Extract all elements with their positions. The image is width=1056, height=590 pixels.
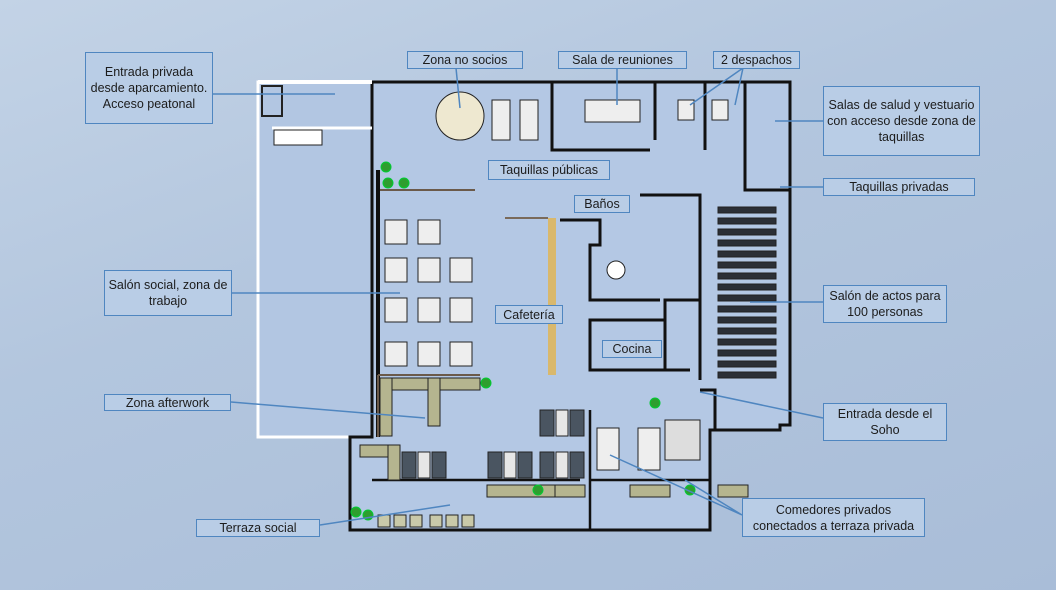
- plant-icon: [649, 397, 661, 409]
- sofa: [427, 377, 441, 427]
- label-terraza-social: Terraza social: [196, 519, 320, 537]
- label-zona-afterwork: Zona afterwork: [104, 394, 231, 411]
- label-taquillas-publicas: Taquillas públicas: [488, 160, 610, 180]
- label-salon-social: Salón social, zona de trabajo: [104, 270, 232, 316]
- auditorium-seat-row: [717, 360, 777, 368]
- sofa: [486, 484, 563, 498]
- cafe-table: [449, 341, 473, 367]
- cafe-table: [384, 257, 408, 283]
- auditorium-seat-row: [717, 206, 777, 214]
- table: [519, 99, 539, 141]
- sofa: [554, 484, 586, 498]
- terrace-seat: [377, 514, 391, 528]
- cafe-table: [384, 297, 408, 323]
- sofa: [379, 377, 393, 437]
- dining-table: [637, 427, 661, 471]
- dark-sofa: [539, 451, 555, 479]
- auditorium-seat-row: [717, 316, 777, 324]
- cafe-table: [384, 341, 408, 367]
- plant-icon: [382, 177, 394, 189]
- label-salon-actos: Salón de actos para 100 personas: [823, 285, 947, 323]
- label-taquillas-privadas: Taquillas privadas: [823, 178, 975, 196]
- plant-icon: [480, 377, 492, 389]
- auditorium-seat-row: [717, 250, 777, 258]
- sofa: [717, 484, 749, 498]
- dark-sofa: [569, 409, 585, 437]
- cafe-table: [417, 257, 441, 283]
- terrace-seat: [461, 514, 475, 528]
- auditorium-seat-row: [717, 327, 777, 335]
- table: [417, 451, 431, 479]
- cafe-table: [417, 341, 441, 367]
- auditorium-seat-row: [717, 349, 777, 357]
- terrace-seat: [429, 514, 443, 528]
- cafe-table: [384, 219, 408, 245]
- plant-icon: [350, 506, 362, 518]
- desk: [711, 99, 729, 121]
- terrace-seat: [445, 514, 459, 528]
- label-comedores-privados: Comedores privados conectados a terraza …: [742, 498, 925, 537]
- dark-sofa: [401, 451, 417, 479]
- label-salas-salud: Salas de salud y vestuario con acceso de…: [823, 86, 980, 156]
- plant-icon: [380, 161, 392, 173]
- label-despachos: 2 despachos: [713, 51, 800, 69]
- dining-table: [596, 427, 620, 471]
- label-sala-reuniones: Sala de reuniones: [558, 51, 687, 69]
- label-banos: Baños: [574, 195, 630, 213]
- cafe-table: [417, 219, 441, 245]
- label-entrada-privada: Entrada privada desde aparcamiento. Acce…: [85, 52, 213, 124]
- label-entrada-soho: Entrada desde el Soho: [823, 403, 947, 441]
- label-zona-no-socios: Zona no socios: [407, 51, 523, 69]
- table: [555, 409, 569, 437]
- lounge-round: [435, 91, 485, 141]
- auditorium-seat-row: [717, 294, 777, 302]
- auditorium-seat-row: [717, 371, 777, 379]
- auditorium-seat-row: [717, 283, 777, 291]
- table: [491, 99, 511, 141]
- meeting-table: [584, 99, 641, 123]
- plant-icon: [398, 177, 410, 189]
- auditorium-seat-row: [717, 272, 777, 280]
- sofa: [629, 484, 671, 498]
- dark-sofa: [517, 451, 533, 479]
- auditorium-seat-row: [717, 228, 777, 236]
- cafe-table: [449, 297, 473, 323]
- auditorium-seat-row: [717, 338, 777, 346]
- cafe-table: [417, 297, 441, 323]
- table: [555, 451, 569, 479]
- terrace-seat: [409, 514, 423, 528]
- auditorium-seat-row: [717, 305, 777, 313]
- auditorium-seat-row: [717, 239, 777, 247]
- plant-icon: [532, 484, 544, 496]
- label-cafeteria: Cafetería: [495, 305, 563, 324]
- terrace-seat: [393, 514, 407, 528]
- auditorium-seat-row: [717, 261, 777, 269]
- table: [503, 451, 517, 479]
- auditorium-seat-row: [717, 217, 777, 225]
- sofa: [387, 444, 401, 481]
- dark-sofa: [569, 451, 585, 479]
- dark-sofa: [487, 451, 503, 479]
- dark-sofa: [431, 451, 447, 479]
- building-outline: [256, 80, 792, 532]
- label-cocina: Cocina: [602, 340, 662, 358]
- cafe-table: [449, 257, 473, 283]
- dark-sofa: [539, 409, 555, 437]
